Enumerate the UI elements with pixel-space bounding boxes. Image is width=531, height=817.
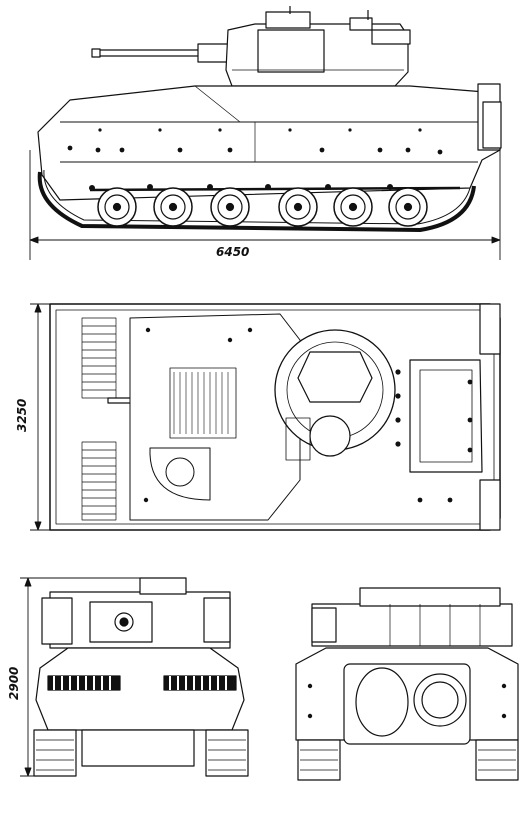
width-dimension-line — [30, 303, 60, 531]
width-dimension-label: 3250 — [15, 399, 29, 432]
rear-tracks — [297, 739, 519, 781]
top-view: 3250 — [15, 303, 501, 531]
side-turret — [225, 6, 411, 87]
side-track — [37, 169, 476, 232]
length-dimension-line — [29, 150, 501, 260]
top-turret-ring — [274, 329, 396, 461]
front-turret — [41, 577, 231, 649]
top-turret — [129, 313, 301, 521]
front-view: 2900 — [7, 577, 249, 777]
front-hull — [35, 647, 245, 767]
top-rear-hatch — [143, 327, 483, 503]
front-tracks — [33, 729, 249, 777]
rear-turret — [311, 587, 513, 647]
rear-hull — [295, 647, 519, 745]
gun-barrel — [91, 43, 229, 63]
side-hull — [37, 83, 502, 201]
side-view: 6450 — [29, 6, 502, 260]
engine-grilles — [81, 317, 117, 521]
rear-view — [295, 587, 519, 781]
road-wheels — [97, 187, 428, 227]
height-dimension-label: 2900 — [7, 667, 21, 700]
length-dimension-label: 6450 — [216, 245, 249, 259]
height-dimension-line — [20, 577, 140, 777]
